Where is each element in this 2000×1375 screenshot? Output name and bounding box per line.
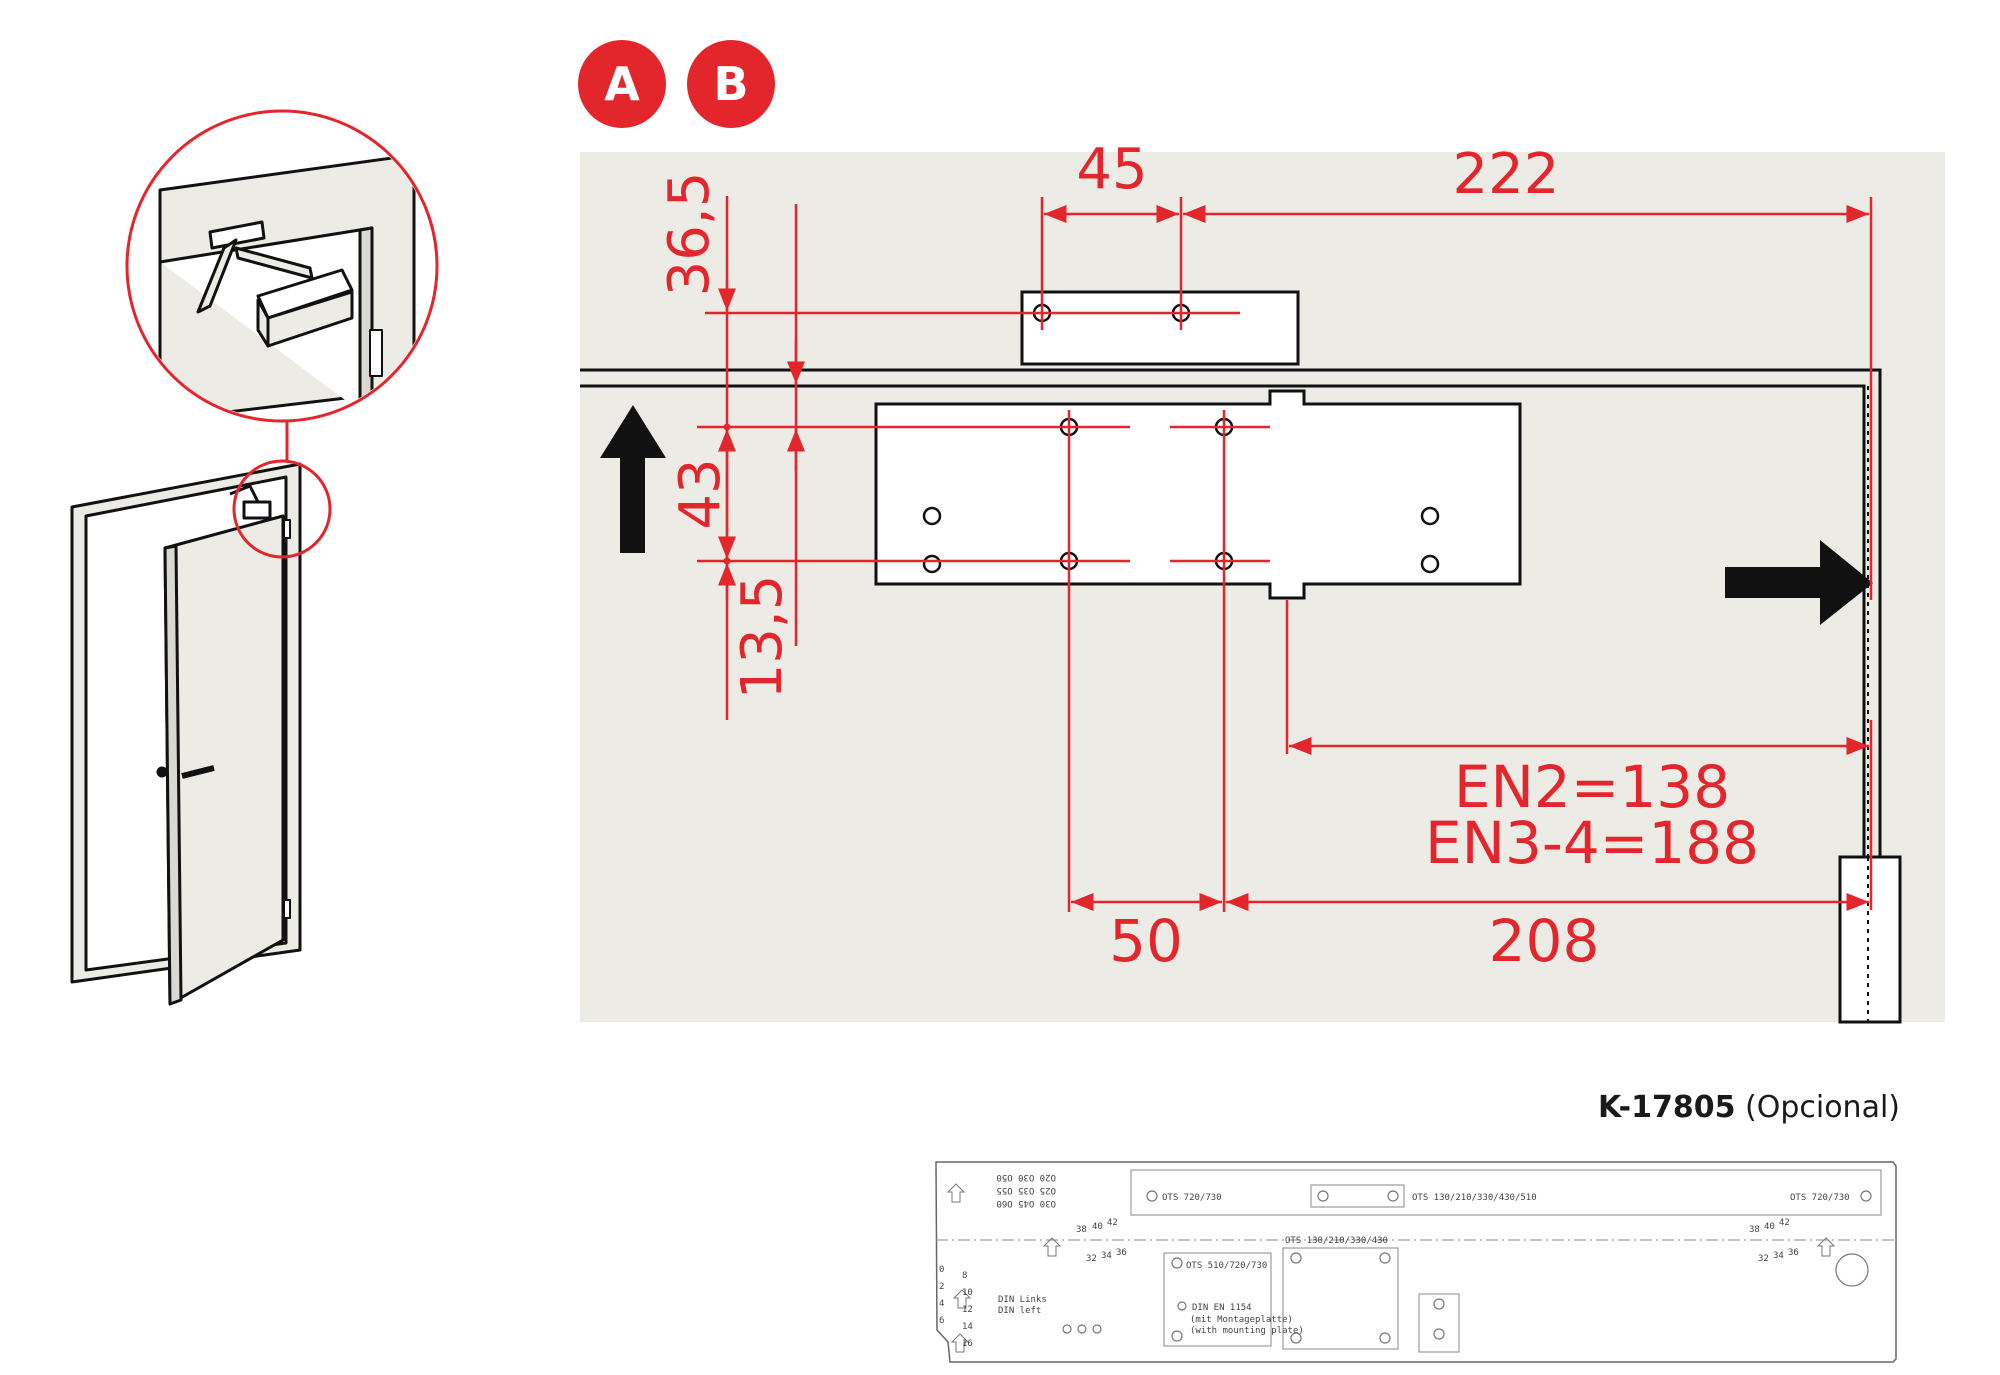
closer-body-outline xyxy=(874,389,1522,600)
tmpl-num: 42 xyxy=(1779,1218,1790,1228)
tmpl-label-ots-130-430: OTS 130/210/330/430 xyxy=(1285,1236,1388,1246)
tmpl-mirror-row-1: O20 O30 O50 xyxy=(996,1172,1056,1182)
badge-b: B xyxy=(687,40,775,128)
template-optional-note: (Opcional) xyxy=(1745,1090,1900,1125)
mounting-drawing: 45 222 36,5 43 13,5 EN2=138 EN3-4=188 50… xyxy=(580,137,1945,1024)
tmpl-num: 4 xyxy=(939,1299,944,1309)
tmpl-num: 6 xyxy=(939,1316,944,1326)
tmpl-label-din-en-1154: DIN EN 1154 xyxy=(1192,1303,1252,1313)
tmpl-num: 34 xyxy=(1101,1251,1112,1261)
tmpl-num: 38 xyxy=(1749,1225,1760,1235)
dim-208: 208 xyxy=(1489,907,1600,975)
template-caption: K-17805 (Opcional) xyxy=(1400,1090,1900,1125)
dim-13-5: 13,5 xyxy=(730,575,795,700)
tmpl-mirror-row-3: O30 O45 O60 xyxy=(996,1198,1056,1208)
tmpl-num: 10 xyxy=(962,1288,973,1298)
dim-en3-4: EN3-4=188 xyxy=(1425,809,1759,877)
tmpl-num: 38 xyxy=(1076,1225,1087,1235)
tmpl-num: 40 xyxy=(1764,1222,1775,1232)
dim-43: 43 xyxy=(668,458,733,529)
tmpl-label-din-links: DIN Links xyxy=(998,1295,1047,1305)
tmpl-num: 32 xyxy=(1086,1254,1097,1264)
tmpl-label-mit-montage: (mit Montageplatte) xyxy=(1190,1315,1293,1325)
tmpl-label-with-mounting: (with mounting plate) xyxy=(1190,1326,1304,1336)
tmpl-label-ots-720-730: OTS 720/730 xyxy=(1162,1193,1222,1203)
tmpl-label-din-left: DIN left xyxy=(998,1306,1041,1316)
right-arrow xyxy=(1725,540,1873,625)
arm-bracket-outline xyxy=(1020,290,1300,366)
tmpl-num: 12 xyxy=(962,1305,973,1315)
tmpl-num: 40 xyxy=(1092,1222,1103,1232)
tmpl-label-ots-510: OTS 510/720/730 xyxy=(1186,1261,1267,1271)
dim-en2: EN2=138 xyxy=(1454,753,1730,821)
tmpl-num: 8 xyxy=(962,1271,967,1281)
tmpl-mirror-row-2: O25 O35 O55 xyxy=(996,1185,1056,1195)
dim-50: 50 xyxy=(1109,907,1183,975)
tmpl-num: 36 xyxy=(1116,1248,1127,1258)
tmpl-num: 42 xyxy=(1107,1218,1118,1228)
template-plate: OTS 720/730 OTS 130/210/330/430/510 OTS … xyxy=(935,1161,1897,1363)
tmpl-num: 32 xyxy=(1758,1254,1769,1264)
tmpl-num: 0 xyxy=(939,1265,944,1275)
detail-magnifier xyxy=(125,109,439,559)
tmpl-num: 36 xyxy=(1788,1248,1799,1258)
template-code: K-17805 xyxy=(1598,1090,1736,1125)
tmpl-num: 16 xyxy=(962,1339,973,1349)
dim-36-5: 36,5 xyxy=(657,172,722,297)
tmpl-label-ots-720-730-right: OTS 720/730 xyxy=(1790,1193,1850,1203)
tmpl-num: 34 xyxy=(1773,1251,1784,1261)
tmpl-label-ots-130-510: OTS 130/210/330/430/510 xyxy=(1412,1193,1537,1203)
badge-a: A xyxy=(578,40,666,128)
tmpl-num: 14 xyxy=(962,1322,973,1332)
door-illustration xyxy=(70,462,302,1006)
dim-222: 222 xyxy=(1453,142,1560,207)
dim-45: 45 xyxy=(1076,137,1147,202)
tmpl-num: 2 xyxy=(939,1282,944,1292)
up-arrow xyxy=(600,405,666,553)
